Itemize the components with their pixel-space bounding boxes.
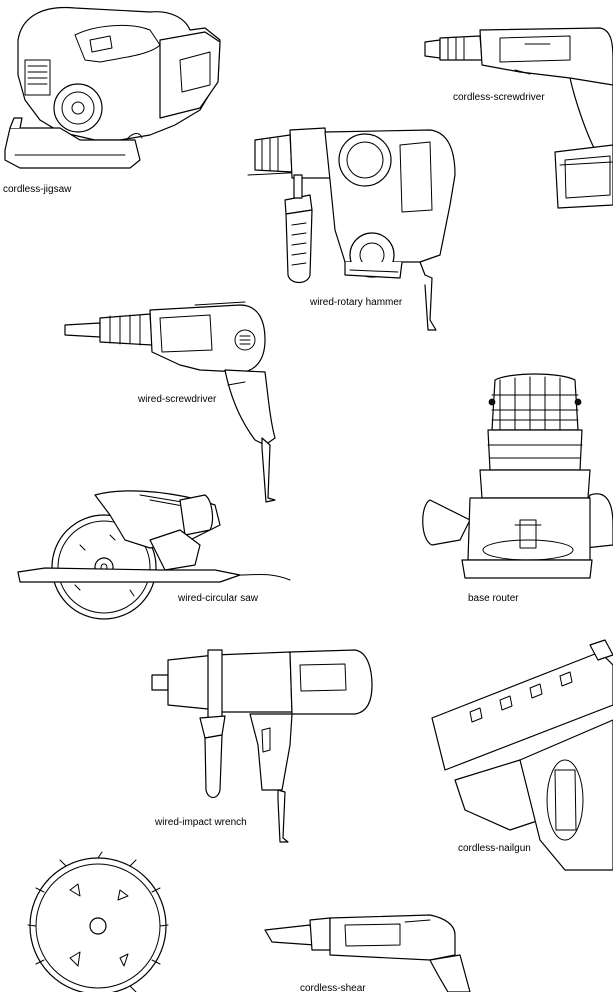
cordless-screwdriver-drawing [424,27,613,209]
wired-screwdriver-drawing [64,301,276,503]
wired-screwdriver-label: wired-screwdriver [137,394,217,405]
wired-circular-saw-label: wired-circular saw [177,593,259,604]
wired-circular-saw-drawing [17,490,291,620]
cordless-jigsaw-label: cordless-jigsaw [3,184,72,195]
cordless-screwdriver-label: cordless-screwdriver [453,92,545,103]
wired-impact-wrench-drawing [151,649,373,843]
saw-blade-drawing [27,851,169,992]
wired-impact-wrench-label: wired-impact wrench [154,817,247,828]
base-router-label: base router [468,593,519,604]
wired-rotary-hammer-drawing [247,127,456,331]
cordless-nailgun-label: cordless-nailgun [458,843,531,854]
base-router-drawing [422,373,613,579]
cordless-shear-drawing [264,914,471,992]
wired-rotary-hammer-label: wired-rotary hammer [309,297,403,308]
cordless-jigsaw-drawing [4,6,221,169]
cordless-shear-label: cordless-shear [300,983,366,992]
cordless-nailgun-drawing [431,639,613,871]
